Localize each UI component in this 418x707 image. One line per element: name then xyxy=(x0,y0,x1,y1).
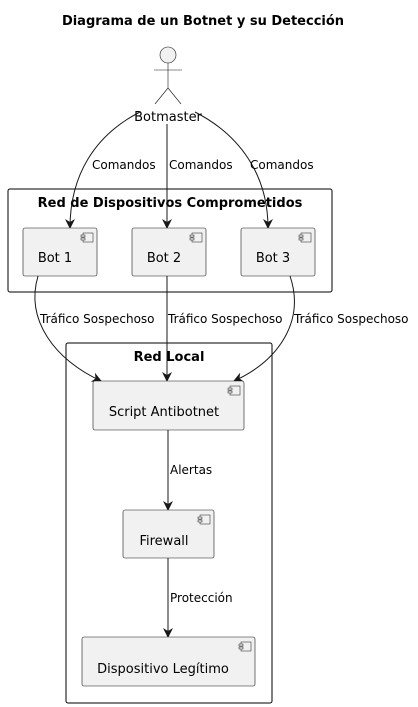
bot1-label: Bot 1 xyxy=(38,251,72,266)
edge-label-traffic1: Tráfico Sospechoso xyxy=(39,312,155,326)
actor-left-leg xyxy=(154,87,169,105)
edge-label-cmd3: Comandos xyxy=(250,158,314,172)
botmaster-actor[interactable]: Botmaster xyxy=(134,46,203,125)
edge-botmaster-bot1 xyxy=(65,111,141,229)
component-icon xyxy=(189,232,203,243)
edge-label-traffic2: Tráfico Sospechoso xyxy=(167,312,283,326)
firewall-component[interactable]: Firewall xyxy=(122,509,215,559)
edge-label-alerts: Alertas xyxy=(170,463,212,477)
local-network-frame xyxy=(65,342,273,704)
compromised-network-frame xyxy=(7,188,333,293)
actor-right-leg xyxy=(167,87,182,105)
edge-botmaster-bot3 xyxy=(194,111,273,229)
bot2-component[interactable]: Bot 2 xyxy=(131,227,207,277)
bot3-component[interactable]: Bot 3 xyxy=(240,227,316,277)
edge-bot3-antibotnet xyxy=(233,275,295,382)
compromised-network-group: Red de Dispositivos Comprometidos xyxy=(7,188,333,293)
edge-label-protection: Protección xyxy=(170,591,233,605)
component-icon xyxy=(197,514,211,525)
antibotnet-label: Script Antibotnet xyxy=(109,405,219,420)
edge-label-cmd1: Comandos xyxy=(92,158,156,172)
component-icon xyxy=(227,385,241,396)
edge-bot1-antibotnet xyxy=(34,275,102,382)
local-network-group: Red Local xyxy=(65,342,273,704)
botmaster-label: Botmaster xyxy=(134,110,202,125)
edge-label-cmd2: Comandos xyxy=(169,158,233,172)
bot3-label: Bot 3 xyxy=(256,251,290,266)
bot2-label: Bot 2 xyxy=(147,251,181,266)
component-icon xyxy=(298,232,312,243)
legit-device-label: Dispositivo Legítimo xyxy=(97,662,229,677)
component-icon xyxy=(238,641,252,652)
diagram-title: Diagrama de un Botnet y su Detección xyxy=(62,14,344,29)
firewall-label: Firewall xyxy=(139,534,188,549)
edge-label-traffic3: Tráfico Sospechoso xyxy=(293,312,409,326)
compromised-network-title: Red de Dispositivos Comprometidos xyxy=(38,196,303,211)
bot1-component[interactable]: Bot 1 xyxy=(22,227,98,277)
antibotnet-component[interactable]: Script Antibotnet xyxy=(92,380,245,431)
component-icon xyxy=(80,232,94,243)
local-network-title: Red Local xyxy=(134,350,205,365)
legit-device-component[interactable]: Dispositivo Legítimo xyxy=(81,636,256,687)
actor-head-icon xyxy=(159,46,177,64)
